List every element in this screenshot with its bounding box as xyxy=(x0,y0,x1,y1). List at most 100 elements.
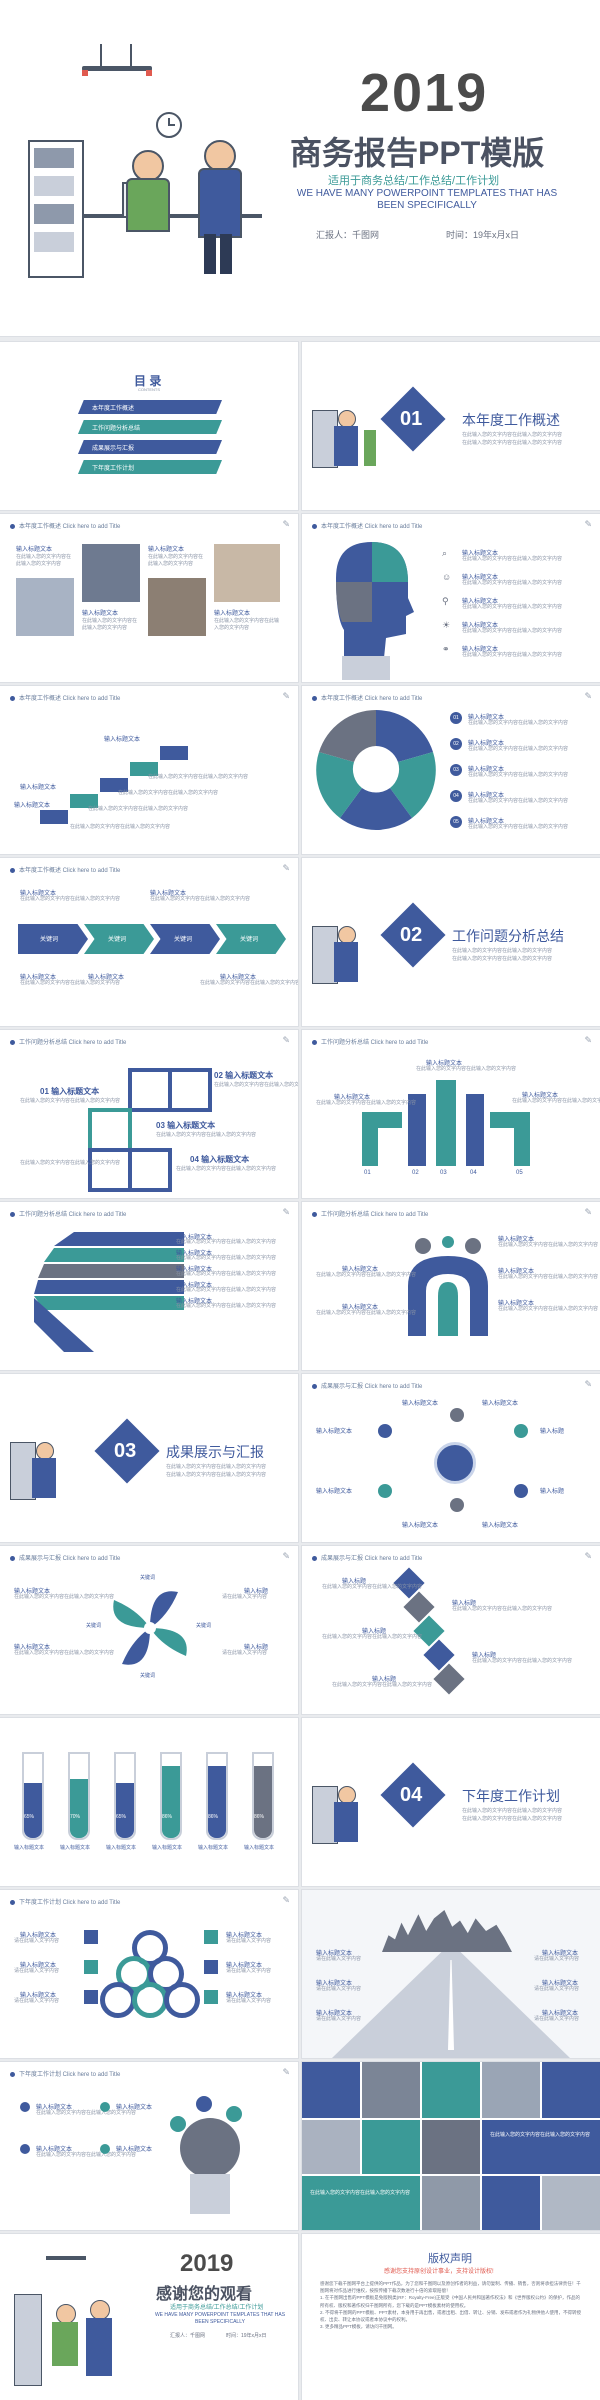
rings-icon-5 xyxy=(204,1960,218,1974)
section-body-2: 在此输入您的文字内容在此输入您的文字内容 xyxy=(462,440,563,446)
head-bubble-3 xyxy=(170,2116,186,2132)
hub-slide[interactable]: 成果展示与汇报 Click here to add Title ✎ 输入标题文本… xyxy=(302,1374,600,1542)
stair-step-3 xyxy=(100,778,128,792)
merge-slide[interactable]: 工作问题分析总结 Click here to add Title ✎ 输入标题文… xyxy=(302,1202,600,1370)
list-dot-4 xyxy=(100,2144,110,2154)
diagonal-slide[interactable]: 成果展示与汇报 Click here to add Title ✎ 输入标题 在… xyxy=(302,1546,600,1714)
head-bubble-1 xyxy=(196,2096,212,2112)
photo-card-3: 输入标题文本 在此输入您的文字内容在此输入您的文字内容 xyxy=(148,544,206,666)
slide-header: 本年度工作概述 Click here to add Title xyxy=(10,521,120,530)
toc-item-2[interactable]: 工作问题分析总结 xyxy=(78,420,222,434)
toc-item-1[interactable]: 本年度工作概述 xyxy=(78,400,222,414)
pillar-right-inner xyxy=(466,1094,484,1166)
hub-node-2 xyxy=(450,1408,464,1422)
rings-icon-4 xyxy=(204,1930,218,1944)
ending-slide[interactable]: 2019 感谢您的观看 适用于商务总结/工作总结/工作计划 WE HAVE MA… xyxy=(0,2234,298,2400)
section-04-slide[interactable]: 04 下年度工作计划 在此输入您的文字内容在此输入您的文字内容 在此输入您的文字… xyxy=(302,1718,600,1886)
toc-subtitle: CONTENTS xyxy=(138,387,160,392)
slide-header: 本年度工作概述 Click here to add Title xyxy=(10,693,120,702)
grid-photo-6 xyxy=(542,2176,600,2230)
ring-4 xyxy=(100,1982,136,2018)
stairs-slide[interactable]: 本年度工作概述 Click here to add Title ✎ 输入标题文本… xyxy=(0,686,298,854)
list-dot-3 xyxy=(20,2144,30,2154)
stripe-funnel-graphic xyxy=(34,1232,184,1352)
ending-year: 2019 xyxy=(180,2250,234,2277)
rings-icon-2 xyxy=(84,1960,98,1974)
road-slide[interactable]: 输入标题文本 请在此输入文字内容 输入标题文本 请在此输入文字内容 输入标题文本… xyxy=(302,1890,600,2058)
arrow-step-2: 关键词 xyxy=(84,924,154,954)
slide-header: 本年度工作概述 Click here to add Title xyxy=(10,865,120,874)
grid-tile-2 xyxy=(422,2062,480,2118)
arrow-process-slide[interactable]: 本年度工作概述 Click here to add Title ✎ 输入标题文本… xyxy=(0,858,298,1026)
cover-year: 2019 xyxy=(360,63,489,123)
pillars-slide[interactable]: 工作问题分析总结 Click here to add Title ✎ 01 02… xyxy=(302,1030,600,1198)
hub-node-5 xyxy=(450,1498,464,1512)
person-mini-head xyxy=(56,2304,76,2324)
list-dot-2 xyxy=(100,2102,110,2112)
desk-illustration xyxy=(82,214,262,218)
stripe-text-list: 输入标题文本 在此输入您的文字内容在此输入您的文字内容 输入标题文本 在此输入您… xyxy=(176,1235,277,1309)
toc-slide[interactable]: 目 录 CONTENTS 本年度工作概述 工作问题分析总结 成果展示与汇报 下年… xyxy=(0,342,298,510)
user-icon: ☺ xyxy=(442,572,452,582)
copyright-title: 版权声明 xyxy=(428,2253,472,2265)
shelf-mini-illustration xyxy=(10,1442,36,1500)
stair-step-1 xyxy=(40,810,68,824)
person-mini-body xyxy=(334,426,358,466)
head-icons-slide[interactable]: 下年度工作计划 Click here to add Title ✎ 输入标题文本… xyxy=(0,2062,298,2230)
slide-header: 下年度工作计划 Click here to add Title xyxy=(10,2069,120,2078)
grid-tile-4 xyxy=(362,2120,420,2174)
section-number: 01 xyxy=(400,408,423,430)
rings-slide[interactable]: 下年度工作计划 Click here to add Title ✎ 输入标题文本… xyxy=(0,1890,298,2058)
squares-slide[interactable]: 工作问题分析总结 Click here to add Title ✎ 02 输入… xyxy=(0,1030,298,1198)
bookshelf-illustration xyxy=(28,140,84,278)
pillar-right-outer xyxy=(514,1112,530,1166)
cover-subtitle: 适用于商务总结/工作总结/工作计划 xyxy=(328,175,500,187)
section-01-slide[interactable]: 01 本年度工作概述 在此输入您的文字内容在此输入您的文字内容 在此输入您的文字… xyxy=(302,342,600,510)
lamp-cord-left xyxy=(100,44,102,66)
pencil-icon: ✎ xyxy=(584,519,592,529)
slide-header: 本年度工作概述 Click here to add Title xyxy=(312,521,422,530)
stripes-slide[interactable]: 工作问题分析总结 Click here to add Title ✎ 输入标题文… xyxy=(0,1202,298,1370)
square-frame-1 xyxy=(128,1068,172,1112)
section-number: 04 xyxy=(400,1784,423,1806)
pencil-icon: ✎ xyxy=(584,1207,592,1217)
cover-date: 时间：19年x月x日 xyxy=(446,230,520,240)
stair-step-2 xyxy=(70,794,98,808)
shelf-mini-illustration xyxy=(312,410,338,468)
head-puzzle-slide[interactable]: 本年度工作概述 Click here to add Title ✎ ⌕ 输入标题… xyxy=(302,514,600,682)
photo-card-2: 输入标题文本 在此输入您的文字内容在此输入您的文字内容 xyxy=(82,544,140,666)
lamp-cord-right xyxy=(130,44,132,66)
photo-slide[interactable]: 本年度工作概述 Click here to add Title ✎ 输入标题文本… xyxy=(0,514,298,682)
slide-header: 工作问题分析总结 Click here to add Title xyxy=(10,1209,126,1218)
person-mini-body-2 xyxy=(86,2318,112,2376)
cover-reporter: 汇报人：千图网 xyxy=(316,230,380,240)
testtube-slide[interactable]: 65% 70% 65% 86% 86% 86% 输入标题文本 输入标题文本 输入… xyxy=(0,1718,298,1886)
ending-date: 时间：19年x月x日 xyxy=(226,2333,267,2339)
person-mini-2 xyxy=(364,430,376,466)
grid-photo-2 xyxy=(482,2062,540,2118)
hub-node-6 xyxy=(514,1484,528,1498)
copyright-body: 感谢您下载千图网平台上提供的PPT作品，为了您和千图网以及原创作者的利益，请勿复… xyxy=(320,2281,582,2330)
hub-center xyxy=(434,1442,476,1484)
icon-list: ⌕ 输入标题文本 在此输入您的文字内容在此输入您的文字内容 ☺ 输入标题文本 在… xyxy=(442,548,563,658)
cover-slide[interactable]: 2019 商务报告PPT模版 适用于商务总结/工作总结/工作计划 WE HAVE… xyxy=(0,0,600,336)
photo-card-1: 输入标题文本 在此输入您的文字内容在此输入您的文字内容 xyxy=(16,544,74,666)
head-neck xyxy=(190,2174,230,2214)
toc-item-3[interactable]: 成果展示与汇报 xyxy=(78,440,222,454)
pinwheel-slide[interactable]: 成果展示与汇报 Click here to add Title ✎ 关键词 关键… xyxy=(0,1546,298,1714)
section-title: 工作问题分析总结 xyxy=(452,928,564,944)
copyright-slide[interactable]: 版权声明 感谢您支持原创设计事业，支持设计版权! 感谢您下载千图网平台上提供的P… xyxy=(302,2234,600,2400)
copyright-lead: 感谢您支持原创设计事业，支持设计版权! xyxy=(384,2269,494,2275)
cycle-graphic xyxy=(316,710,436,830)
pencil-icon: ✎ xyxy=(282,2067,290,2077)
photo-grid-slide[interactable]: 在此输入您的文字内容在此输入您的文字内容 在此输入您的文字内容在此输入您的文字内… xyxy=(302,2062,600,2230)
section-03-slide[interactable]: 03 成果展示与汇报 在此输入您的文字内容在此输入您的文字内容 在此输入您的文字… xyxy=(0,1374,298,1542)
pencil-icon: ✎ xyxy=(282,1895,290,1905)
rings-icon-1 xyxy=(84,1930,98,1944)
toc-item-4[interactable]: 下年度工作计划 xyxy=(78,460,222,474)
section-02-slide[interactable]: 02 工作问题分析总结 在此输入您的文字内容在此输入您的文字内容 在此输入您的文… xyxy=(302,858,600,1026)
cover-english: WE HAVE MANY POWERPOINT TEMPLATES THAT H… xyxy=(296,188,558,211)
person-mini-body xyxy=(334,1802,358,1842)
cycle-slide[interactable]: 本年度工作概述 Click here to add Title ✎ 01 输入标… xyxy=(302,686,600,854)
